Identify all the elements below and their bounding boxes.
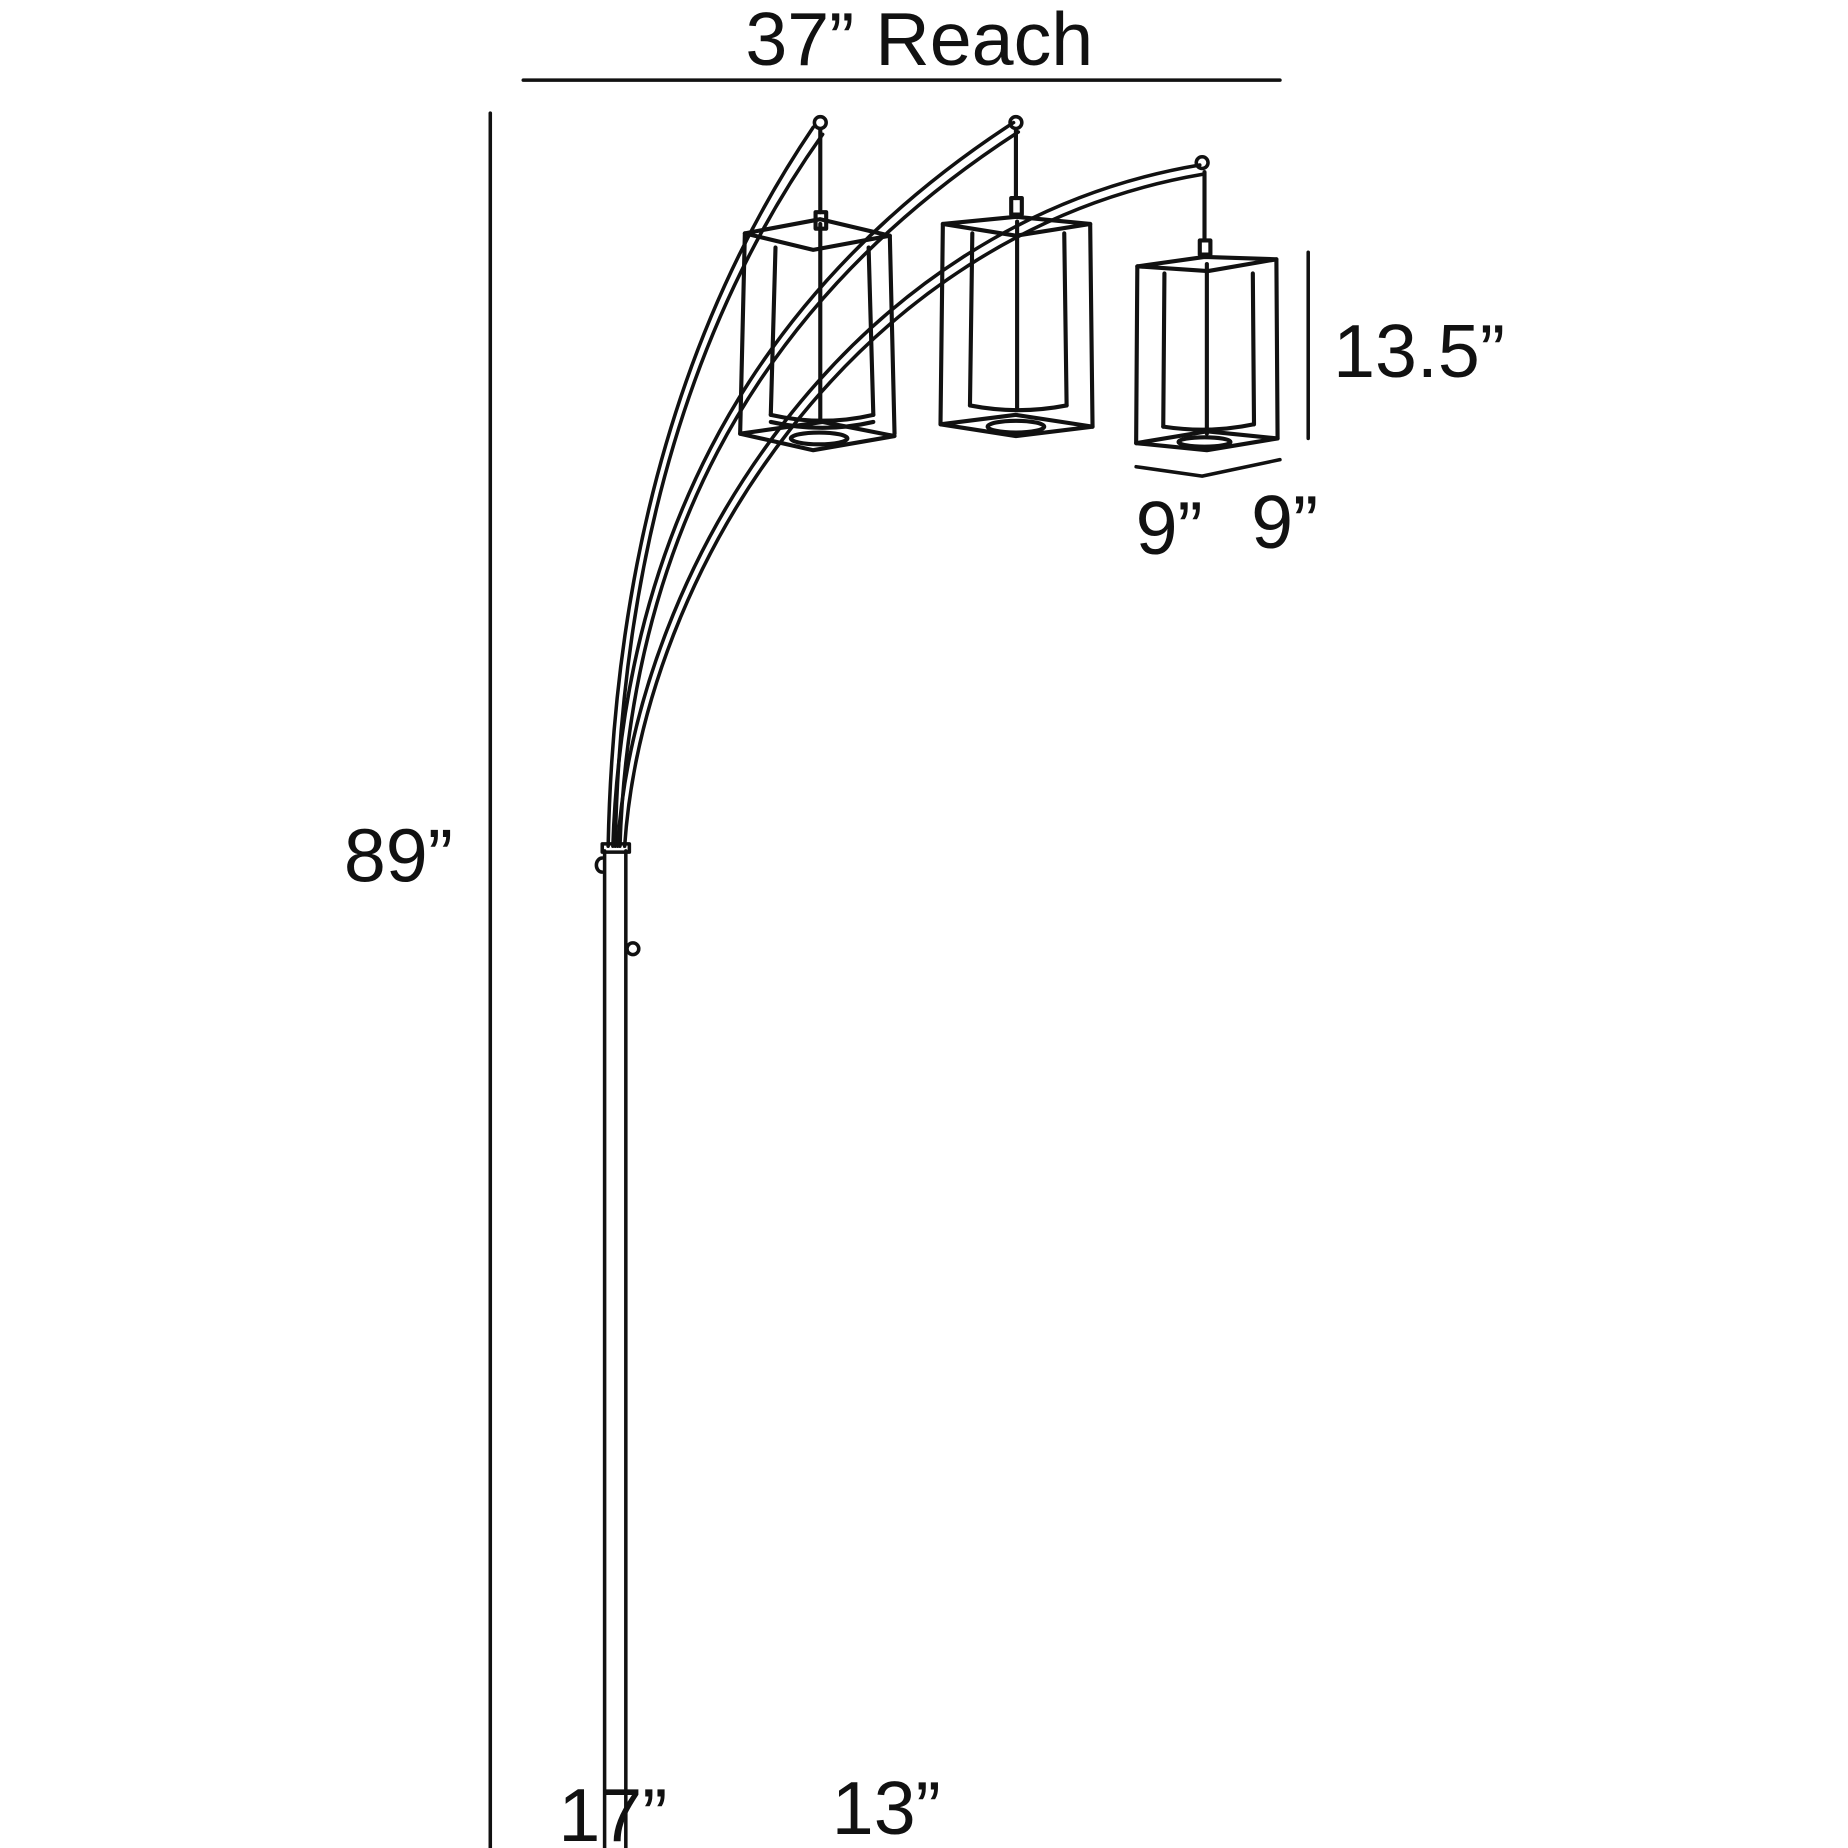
shade-width-label: 9”: [1136, 486, 1203, 570]
base-dimension: 17” 13”: [558, 1766, 941, 1848]
base-width-label: 17”: [558, 1773, 667, 1848]
reach-label: 37” Reach: [745, 0, 1093, 81]
shade-2: [938, 127, 1095, 439]
shade-height-label: 13.5”: [1333, 309, 1505, 393]
height-label: 89”: [344, 814, 453, 898]
shade-footprint-line: [1134, 457, 1282, 478]
shade-3: [1134, 170, 1280, 453]
reach-dimension: 37” Reach: [521, 0, 1282, 82]
shade-footprint-dimension: 9” 9”: [1134, 457, 1318, 570]
switch-knob: [594, 856, 605, 874]
lamp-arms: [606, 114, 1210, 848]
shade-depth-label: 9”: [1251, 480, 1318, 564]
pole-knob: [625, 941, 641, 957]
lamp-pole: [594, 842, 641, 1848]
shade-height-dimension: 13.5”: [1306, 250, 1505, 441]
base-depth-label: 13”: [832, 1766, 941, 1848]
shade-1: [738, 127, 897, 453]
height-dimension: 89”: [344, 111, 493, 1848]
